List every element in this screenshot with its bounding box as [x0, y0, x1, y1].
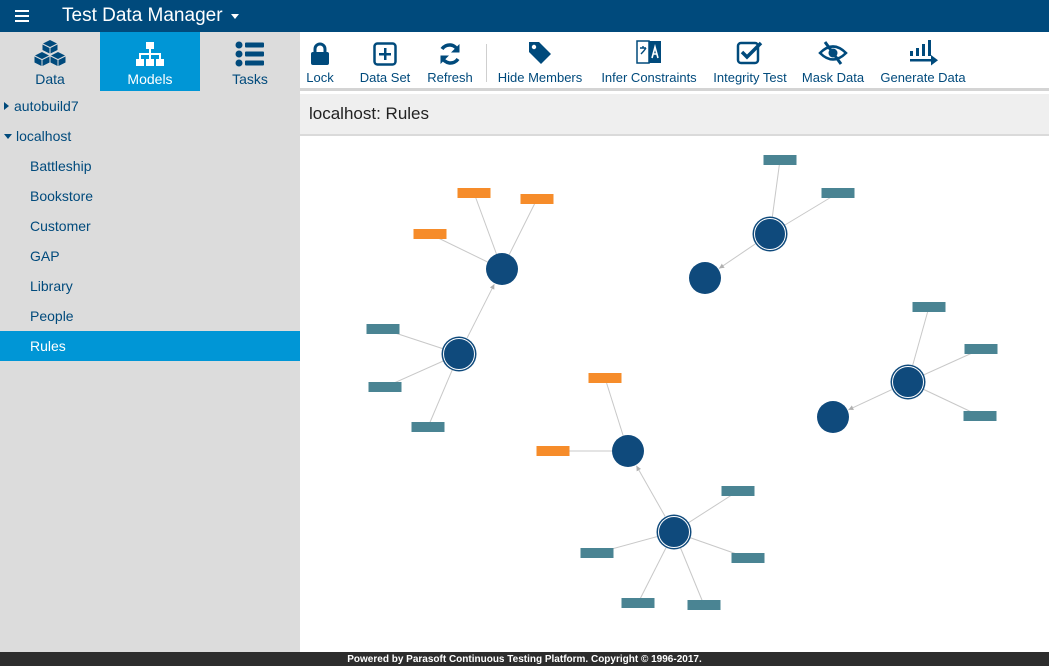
graph-member-rect[interactable] [821, 188, 855, 198]
caret-right-icon[interactable] [4, 102, 9, 110]
graph-member-rect[interactable] [520, 194, 554, 204]
rules-graph[interactable] [300, 138, 1049, 652]
graph-node[interactable] [689, 262, 721, 294]
hide-members-label: Hide Members [497, 70, 583, 85]
graph-member-rect[interactable] [366, 324, 400, 334]
data-set-button[interactable]: Data Set [356, 32, 414, 88]
tree-item-label: Customer [30, 218, 91, 234]
lock-button[interactable]: Lock [304, 32, 336, 88]
generate-data-icon [910, 40, 938, 66]
graph-member-rect[interactable] [687, 600, 721, 610]
toolbar-divider [486, 44, 487, 82]
tab-tasks-label: Tasks [232, 71, 268, 87]
cubes-icon [34, 40, 66, 66]
infer-constraints-button[interactable]: Infer Constraints [600, 32, 698, 88]
graph-canvas[interactable] [300, 138, 1049, 652]
integrity-test-button[interactable]: Integrity Test [712, 32, 788, 88]
tab-models[interactable]: Models [100, 32, 200, 91]
graph-arrow-edge [848, 389, 892, 411]
generate-data-label: Generate Data [880, 70, 966, 85]
graph-member-rect[interactable] [964, 344, 998, 354]
menu-icon[interactable] [0, 0, 44, 32]
generate-data-button[interactable]: Generate Data [878, 32, 968, 88]
model-tree: autobuild7 localhost Battleship Bookstor… [0, 91, 300, 652]
tree-item-label: GAP [30, 248, 60, 264]
refresh-label: Refresh [427, 70, 473, 85]
tree-item-bookstore[interactable]: Bookstore [0, 181, 300, 211]
graph-node[interactable] [752, 216, 788, 252]
app-header: Test Data Manager [0, 0, 1049, 32]
graph-member-rect[interactable] [721, 486, 755, 496]
tree-item-gap[interactable]: GAP [0, 241, 300, 271]
graph-member-rect[interactable] [457, 188, 491, 198]
lock-icon [311, 42, 329, 65]
footer: Powered by Parasoft Continuous Testing P… [0, 652, 1049, 666]
tab-tasks[interactable]: Tasks [200, 32, 300, 91]
mask-data-button[interactable]: Mask Data [800, 32, 866, 88]
tab-models-label: Models [127, 71, 173, 87]
graph-member-rect[interactable] [912, 302, 946, 312]
graph-member-rect[interactable] [368, 382, 402, 392]
graph-node[interactable] [486, 253, 518, 285]
tree-item-label: People [30, 308, 74, 324]
graph-node[interactable] [656, 514, 692, 550]
tree-item-rules[interactable]: Rules [0, 331, 300, 361]
graph-arrow-edge [635, 465, 666, 517]
graph-member-rect[interactable] [963, 411, 997, 421]
lock-label: Lock [306, 70, 334, 85]
graph-member-rect[interactable] [411, 422, 445, 432]
tree-item-label: localhost [16, 128, 72, 144]
graph-node[interactable] [612, 435, 644, 467]
nav-tabs: Data Models Tasks [0, 32, 300, 91]
app-title-dropdown[interactable]: Test Data Manager [62, 5, 239, 27]
graph-member-rect[interactable] [580, 548, 614, 558]
integrity-test-label: Integrity Test [713, 70, 787, 85]
tree-item-library[interactable]: Library [0, 271, 300, 301]
graph-node[interactable] [817, 401, 849, 433]
mask-data-label: Mask Data [801, 70, 865, 85]
graph-member-rect[interactable] [413, 229, 447, 239]
refresh-button[interactable]: Refresh [424, 32, 476, 88]
graph-node[interactable] [890, 364, 926, 400]
check-square-icon [736, 41, 763, 65]
graph-member-rect[interactable] [763, 155, 797, 165]
eye-slash-icon [818, 41, 848, 65]
graph-member-rect[interactable] [536, 446, 570, 456]
tree-item-label: Bookstore [30, 188, 94, 204]
graph-member-rect[interactable] [621, 598, 655, 608]
tree-item-label: Rules [30, 338, 66, 354]
tree-item-customer[interactable]: Customer [0, 211, 300, 241]
tree-item-localhost[interactable]: localhost [0, 121, 300, 151]
tree-item-label: Battleship [30, 158, 92, 174]
graph-arrow-edge [466, 283, 495, 339]
translate-icon [636, 40, 661, 64]
tree-item-autobuild7[interactable]: autobuild7 [0, 91, 300, 121]
app-title: Test Data Manager [62, 5, 223, 26]
caret-down-icon[interactable] [4, 133, 12, 139]
infer-constraints-label: Infer Constraints [601, 70, 697, 85]
hide-members-button[interactable]: Hide Members [496, 32, 584, 88]
tab-data-label: Data [35, 71, 65, 87]
plus-square-icon [373, 42, 397, 66]
refresh-icon [440, 43, 460, 65]
toolbar: Lock Data Set Refresh Hide Members [300, 32, 1049, 91]
tree-item-label: autobuild7 [14, 98, 79, 114]
data-set-label: Data Set [359, 70, 411, 85]
graph-node[interactable] [441, 336, 477, 372]
tree-item-people[interactable]: People [0, 301, 300, 331]
list-icon [235, 41, 264, 67]
graph-member-rect[interactable] [731, 553, 765, 563]
tree-item-battleship[interactable]: Battleship [0, 151, 300, 181]
tab-data[interactable]: Data [0, 32, 100, 91]
page-title: localhost: Rules [300, 94, 1049, 136]
tree-item-label: Library [30, 278, 73, 294]
graph-member-rect[interactable] [588, 373, 622, 383]
page-title-text: localhost: Rules [309, 104, 430, 123]
footer-text: Powered by Parasoft Continuous Testing P… [347, 653, 702, 665]
caret-down-icon [230, 13, 239, 19]
sitemap-icon [136, 42, 164, 66]
tag-icon [529, 42, 551, 64]
graph-arrow-edge [718, 243, 756, 269]
